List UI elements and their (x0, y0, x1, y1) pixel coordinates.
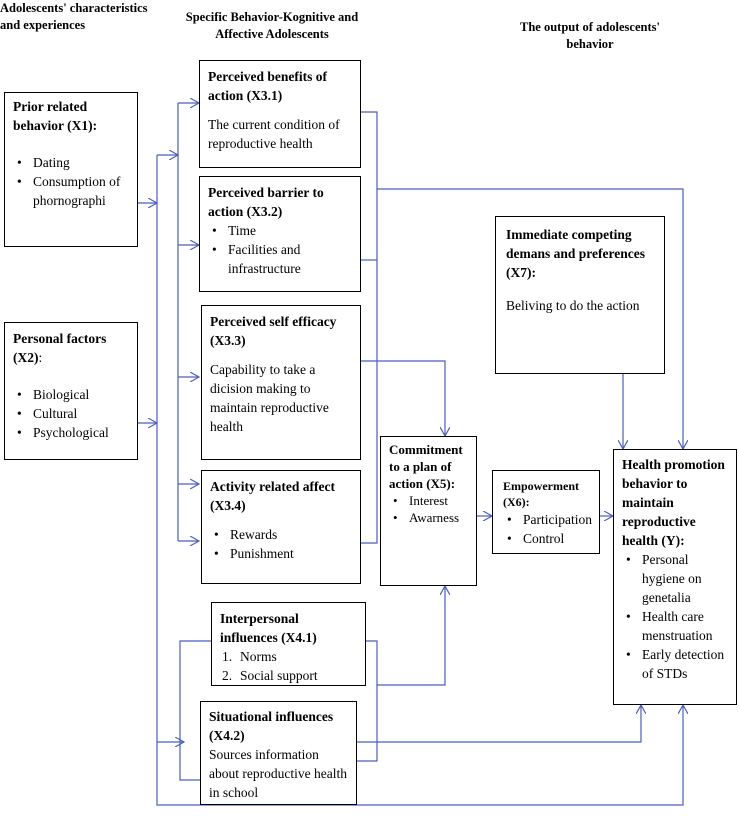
list-item: Social support (222, 666, 318, 685)
box-title: Prior related behavior (X1): (13, 99, 98, 133)
header-characteristics: Adolescents' characteristics and experie… (0, 1, 148, 32)
list-item: Facilities and infrastructure (208, 240, 354, 278)
header-specific-behavior: Specific Behavior-Kognitive and Affectiv… (185, 10, 359, 41)
box-personal-factors: Personal factors (X2): Biological Cultur… (4, 322, 138, 460)
list-item: Dating (13, 153, 131, 172)
box-title: Situational influences (X4.2) (209, 709, 334, 743)
box-perceived-barrier: Perceived barrier to action (X3.2) Time … (199, 176, 361, 292)
box-text: Capability to take a dicision making to … (210, 362, 329, 434)
header-output: The output of adolescents' behavior (520, 20, 660, 51)
box-commitment-plan: Commitment to a plan of action (X5): Int… (380, 436, 477, 586)
list-item: Punishment (210, 544, 354, 563)
box-title: Commitment to a plan of action (X5): (389, 442, 463, 491)
box-title: Perceived barrier to action (X3.2) (208, 185, 324, 219)
list-item: Cultural (13, 404, 131, 423)
box-competing-demands: Immediate competing demans and preferenc… (495, 216, 665, 374)
box-title-rest: : (38, 350, 43, 365)
bracket-x41-x42 (179, 640, 211, 781)
list-item: Biological (13, 385, 131, 404)
bracket-x4-right (357, 640, 378, 762)
spine-left-bottom (156, 155, 683, 806)
box-text: Beliving to do the action (506, 298, 640, 313)
box-title: Activity related affect (X3.4) (210, 479, 335, 513)
list-item: Psychological (13, 423, 131, 442)
box-empowerment: Empowerment (X6): Participation Control (492, 470, 600, 554)
list-item: Participation (503, 510, 595, 529)
list-item: Early detection of STDs (622, 645, 732, 683)
box-title: Interpersonal influences (X4.1) (220, 611, 317, 645)
box-interpersonal-influences: Interpersonal influences (X4.1) Norms So… (211, 602, 366, 686)
list-item: Time (208, 221, 354, 240)
box-title: Perceived self efficacy (X3.3) (210, 314, 337, 348)
list-item: Control (503, 529, 595, 548)
list-item: Health care menstruation (622, 607, 732, 645)
list-item: Norms (222, 647, 277, 666)
arrow-x42-to-y (357, 705, 641, 743)
box-title: Perceived benefits of action (X3.1) (208, 69, 327, 103)
box-situational-influences: Situational influences (X4.2) Sources in… (200, 701, 357, 805)
arrow-x3-to-y (377, 188, 683, 449)
box-title: Health promotion behavior to maintain re… (622, 457, 725, 548)
list-item: Consumption of phornographi (13, 172, 131, 210)
arrow-x33-to-x5 (361, 360, 445, 436)
box-perceived-self-efficacy: Perceived self efficacy (X3.3) Capabilit… (201, 305, 361, 460)
arrow-x4-to-x5 (377, 586, 445, 686)
box-title-bold: Personal factors (X2) (13, 331, 107, 365)
list-item: Awarness (389, 509, 472, 526)
box-activity-related-affect: Activity related affect (X3.4) Rewards P… (201, 470, 361, 584)
list-item: Rewards (210, 525, 354, 544)
box-title: Immediate competing demans and preferenc… (506, 227, 645, 280)
box-prior-related-behavior: Prior related behavior (X1): Dating Cons… (4, 92, 138, 247)
bracket-x3-right (361, 111, 378, 544)
box-perceived-benefits: Perceived benefits of action (X3.1) The … (199, 60, 361, 168)
box-text: Sources information about reproductive h… (209, 747, 347, 800)
list-item: Personal hygiene on genetalia (622, 550, 732, 607)
box-health-promotion-behavior: Health promotion behavior to maintain re… (613, 449, 737, 705)
box-text: The current condition of reproductive he… (208, 117, 340, 151)
box-title: Empowerment (X6): (503, 479, 579, 509)
box-title: Personal factors (X2): (13, 329, 131, 367)
list-item: Interest (389, 492, 472, 509)
